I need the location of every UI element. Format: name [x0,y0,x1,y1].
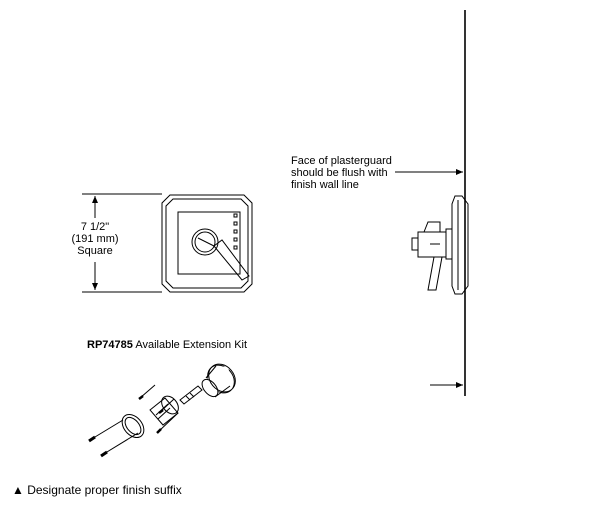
wall-note: Face of plasterguard should be flush wit… [291,155,392,191]
trim-plate-front-view [161,194,253,293]
dimension-shape: Square [77,245,113,257]
leader-arrows [395,169,463,388]
kit-description: Available Extension Kit [135,339,248,351]
dimension-mm: (191 mm) [71,233,119,245]
finish-note: ▲ Designate proper finish suffix [12,483,182,497]
dimension-lines [82,193,162,293]
extension-kit-parts [88,363,236,458]
wall-note-line-2: should be flush with [291,167,388,179]
wall-note-line-3: finish wall line [291,179,359,191]
extension-kit-label: RP74785 Available Extension Kit [87,339,247,351]
dimension-inches: 7 1/2" [80,221,110,233]
wall-note-line-1: Face of plasterguard [291,155,392,167]
valve-side-view [411,195,469,295]
kit-part-number: RP74785 [87,339,133,351]
dimension-label: 7 1/2" (191 mm) Square [66,221,124,257]
